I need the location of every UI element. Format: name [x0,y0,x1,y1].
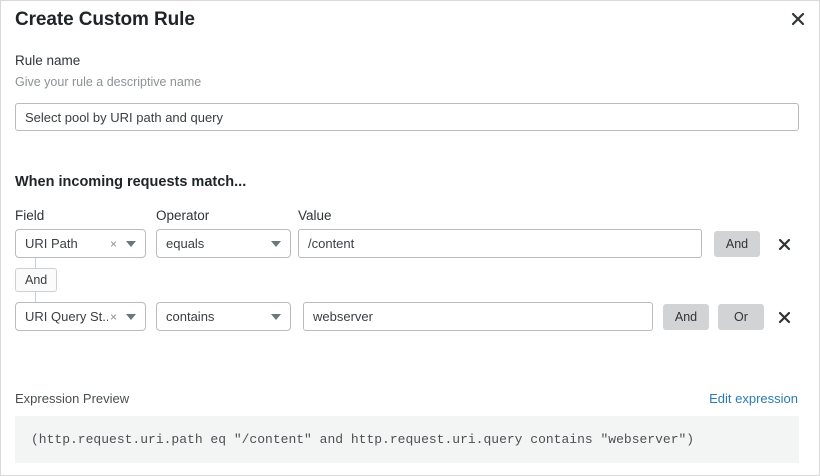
chevron-down-icon [126,313,136,320]
condition-row-2-field-select[interactable]: URI Query St... × [15,302,146,331]
chevron-down-icon [271,240,281,247]
condition-row-1-operator-select[interactable]: equals [156,229,291,258]
condition-row-2-field-value: URI Query St... [25,309,108,324]
connector-line-top [35,258,36,269]
rule-name-label: Rule name [15,53,81,68]
condition-row-1-field-select[interactable]: URI Path × [15,229,146,258]
dialog-title: Create Custom Rule [15,9,195,30]
expression-preview-label: Expression Preview [15,391,130,406]
condition-row-1-field-value: URI Path [25,236,78,251]
condition-row-1-field-clear-icon[interactable]: × [109,236,117,251]
condition-row-2-field-clear-icon[interactable]: × [109,309,117,324]
rule-name-help-text: Give your rule a descriptive name [15,75,202,89]
condition-row-2-value-input[interactable] [303,302,653,331]
rule-name-input[interactable] [15,103,799,131]
edit-expression-link[interactable]: Edit expression [709,391,798,406]
condition-row-1-delete-icon[interactable] [774,234,794,254]
expression-preview-text: (http.request.uri.path eq "/content" and… [31,432,695,447]
condition-row-1-operator-value: equals [166,236,205,251]
condition-row-2-operator-select[interactable]: contains [156,302,291,331]
chevron-down-icon [126,240,136,247]
condition-row-2-delete-icon[interactable] [774,307,794,327]
condition-row-2-and-button[interactable]: And [663,304,709,330]
condition-row-2-or-button[interactable]: Or [718,304,764,330]
chevron-down-icon [271,313,281,320]
column-header-operator: Operator [156,208,210,223]
connector-line-bottom [35,292,36,302]
column-header-field: Field [15,208,45,223]
condition-row-1-value-input[interactable] [298,229,702,258]
match-section-heading: When incoming requests match... [15,174,247,190]
group-connector-and-badge[interactable]: And [15,268,58,292]
condition-row-2-operator-value: contains [166,309,215,324]
expression-preview-box: (http.request.uri.path eq "/content" and… [15,416,799,463]
column-header-value: Value [298,208,332,223]
close-icon[interactable] [786,7,810,31]
condition-row-1-and-button[interactable]: And [714,231,760,257]
